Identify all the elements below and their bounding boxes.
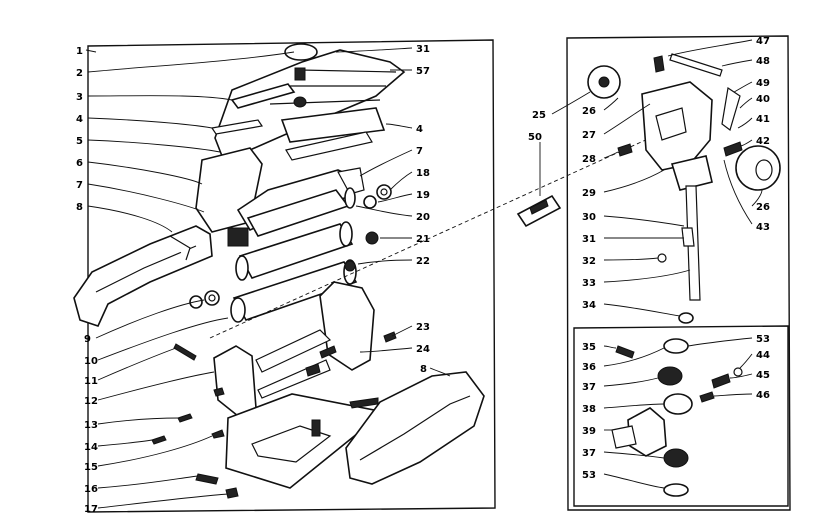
attachment-plate-part xyxy=(587,65,621,99)
part-label: 53 xyxy=(582,470,596,481)
part-label: 26 xyxy=(756,202,770,213)
left-assembly-frame xyxy=(87,39,496,513)
drive-shaft-part xyxy=(209,137,651,339)
part-label: 36 xyxy=(582,362,596,373)
part-label: 8 xyxy=(76,202,83,213)
part-label: 4 xyxy=(416,124,423,135)
part-label: 29 xyxy=(582,188,596,199)
part-label: 32 xyxy=(582,256,596,267)
gearbox-housing-part xyxy=(641,81,713,301)
part-label: 2 xyxy=(76,68,83,79)
top-right-labels: 31 57 4 7 18 19 20 21 22 23 24 8 xyxy=(416,44,430,375)
part-label: 42 xyxy=(756,136,770,147)
upper-roller-part xyxy=(235,221,354,281)
part-label: 21 xyxy=(416,234,430,245)
part-label: 22 xyxy=(416,256,430,267)
part-label: 43 xyxy=(756,222,770,233)
part-label: 39 xyxy=(582,426,596,437)
part-label: 1 xyxy=(76,46,83,57)
part-label: 24 xyxy=(416,344,430,355)
part-label: 47 xyxy=(756,36,770,47)
part-label: 28 xyxy=(582,154,596,165)
base-shell-part xyxy=(345,371,485,485)
leader-lines xyxy=(85,39,763,509)
top-cover-part xyxy=(214,49,406,157)
part-label: 37 xyxy=(582,448,596,459)
part-label: 6 xyxy=(76,158,83,169)
center-labels: 25 50 xyxy=(528,110,546,143)
part-label: 12 xyxy=(84,396,98,407)
part-label: 48 xyxy=(756,56,770,67)
part-label: 13 xyxy=(84,420,98,431)
part-label: 10 xyxy=(84,356,98,367)
part-label: 4 xyxy=(76,114,83,125)
part-label: 35 xyxy=(582,342,596,353)
base-plate-part xyxy=(225,393,386,489)
part-label: 38 xyxy=(582,404,596,415)
part-label: 31 xyxy=(416,44,430,55)
inset-labels: 35 36 37 38 39 37 53 53 44 45 46 xyxy=(582,334,770,481)
upper-bar-part xyxy=(280,107,386,161)
top-knob-part xyxy=(284,43,318,108)
part-label: 3 xyxy=(76,92,83,103)
part-label: 17 xyxy=(84,504,98,515)
part-label: 50 xyxy=(528,132,542,143)
part-label: 18 xyxy=(416,168,430,179)
right-small-parts xyxy=(617,53,743,324)
part-label: 34 xyxy=(582,300,596,311)
part-label: 40 xyxy=(756,94,770,105)
part-label: 19 xyxy=(416,190,430,201)
end-cap-part xyxy=(735,145,781,191)
part-label: 53 xyxy=(756,334,770,345)
right-panel-labels: 26 27 28 29 30 31 32 33 34 47 48 49 40 4… xyxy=(582,36,770,311)
gear-inset-frame xyxy=(573,325,789,507)
part-label: 57 xyxy=(416,66,430,77)
part-label: 23 xyxy=(416,322,430,333)
part-label: 16 xyxy=(84,484,98,495)
part-label: 25 xyxy=(532,110,546,121)
small-screw-parts xyxy=(151,331,397,499)
part-label: 41 xyxy=(756,114,770,125)
part-label: 8 xyxy=(420,364,427,375)
part-label: 20 xyxy=(416,212,430,223)
part-label: 7 xyxy=(416,146,423,157)
left-handle-part xyxy=(73,225,213,327)
part-label: 26 xyxy=(582,106,596,117)
part-label: 33 xyxy=(582,278,596,289)
lever-arm-part xyxy=(210,83,296,135)
part-label: 44 xyxy=(756,350,770,361)
part-label: 11 xyxy=(84,376,98,387)
left-labels: 1 2 3 4 5 6 7 8 9 10 11 12 13 14 15 16 1… xyxy=(76,46,98,515)
part-label: 5 xyxy=(76,136,83,147)
part-label: 15 xyxy=(84,462,98,473)
top-roller-part xyxy=(246,187,356,237)
part-label: 31 xyxy=(582,234,596,245)
part-label: 9 xyxy=(84,334,91,345)
part-label: 30 xyxy=(582,212,596,223)
part-label: 45 xyxy=(756,370,770,381)
part-label: 27 xyxy=(582,130,596,141)
washer-parts xyxy=(189,184,392,309)
part-label: 49 xyxy=(756,78,770,89)
part-label: 7 xyxy=(76,180,83,191)
right-assembly-frame xyxy=(566,35,791,511)
part-label: 46 xyxy=(756,390,770,401)
gear-inset-parts xyxy=(611,338,743,497)
part-label: 14 xyxy=(84,442,98,453)
part-label: 37 xyxy=(582,382,596,393)
